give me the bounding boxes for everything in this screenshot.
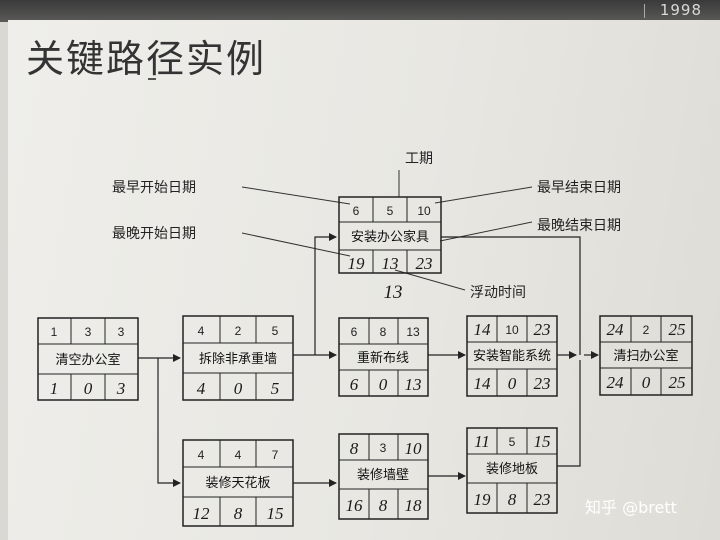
node-rewire: 6 8 13 重新布线 6 0 13 [338, 317, 429, 397]
connectors [138, 233, 599, 487]
node-ef: 23 [534, 320, 551, 339]
node-ef: 15 [534, 432, 551, 451]
node-lf: 13 [405, 375, 422, 394]
node-float: 0 [234, 379, 243, 398]
node-duration: 4 [235, 448, 242, 462]
book-page [8, 20, 720, 540]
node-duration: 3 [85, 325, 92, 339]
node-float: 8 [379, 496, 388, 515]
legend-float-label: 浮动时间 [470, 285, 526, 301]
legend-duration-label: 工期 [405, 151, 433, 167]
node-duration: 10 [505, 323, 519, 337]
node-lf: 23 [534, 490, 551, 509]
node-ls: 6 [350, 375, 359, 394]
node-ef: 3 [118, 325, 125, 339]
top-banner: 1998 [0, 0, 720, 22]
node-ef: 7 [272, 448, 279, 462]
node-float: 0 [84, 379, 93, 398]
node-demolish: 4 2 5 拆除非承重墙 4 0 5 [182, 315, 294, 401]
node-name: 重新布线 [357, 350, 409, 366]
node-lf: 25 [669, 373, 686, 392]
node-lf: 23 [416, 254, 433, 273]
node-ef: 5 [272, 324, 279, 338]
node-lf: 3 [116, 379, 126, 398]
node-duration: 5 [509, 435, 516, 449]
node-name: 安装智能系统 [473, 349, 551, 364]
node-ls: 12 [193, 504, 211, 523]
node-ls: 19 [474, 490, 492, 509]
node-name: 清空办公室 [55, 352, 120, 368]
node-name: 装修地板 [486, 462, 538, 477]
node-name: 装修墙壁 [357, 468, 409, 483]
legend-ef-label: 最早结束日期 [537, 180, 621, 196]
legend-lines [241, 170, 533, 291]
node-es: 14 [474, 320, 492, 339]
node-es: 6 [351, 325, 358, 339]
node-walls: 8 3 10 装修墙壁 16 8 18 [338, 433, 429, 520]
node-float: 13 [382, 254, 399, 273]
node-ceiling: 4 4 7 装修天花板 12 8 15 [182, 439, 294, 527]
node-duration: 3 [380, 441, 387, 455]
logo-separator [644, 4, 645, 18]
node-ls: 1 [50, 379, 59, 398]
node-name: 装修天花板 [205, 475, 270, 491]
node-float: 8 [234, 504, 243, 523]
node-ls: 4 [197, 379, 206, 398]
page-title: 关键路径实例 [26, 37, 267, 81]
node-name: 拆除非承重墙 [199, 351, 277, 367]
legend-es-label: 最早开始日期 [112, 180, 196, 196]
node-ef: 25 [669, 320, 686, 339]
node-ls: 16 [346, 496, 364, 515]
node-es: 4 [198, 448, 205, 462]
node-ls: 14 [474, 374, 492, 393]
node-es: 1 [51, 325, 58, 339]
node-name: 清扫办公室 [613, 348, 678, 364]
node-ls: 24 [607, 373, 625, 392]
node-lf: 15 [267, 504, 284, 523]
node-float: 8 [508, 490, 517, 509]
node-float: 0 [508, 374, 517, 393]
node-es: 4 [198, 324, 205, 338]
node-duration: 2 [643, 323, 650, 337]
node-ef: 13 [406, 325, 420, 339]
node-es: 6 [353, 204, 360, 218]
node-ls: 19 [348, 254, 366, 273]
logo-year: 1998 [659, 1, 702, 19]
node-lf: 5 [271, 379, 280, 398]
node-es: 11 [474, 432, 490, 451]
node-name: 安装办公家具 [351, 229, 429, 245]
node-duration: 2 [235, 324, 242, 338]
node-float: 0 [379, 375, 388, 394]
legend-lf-label: 最晚结束日期 [537, 218, 621, 234]
node-lf: 23 [534, 374, 551, 393]
node-furniture: 6 5 10 安装办公家具 19 13 23 13 [338, 196, 442, 303]
float-annotation: 13 [384, 282, 403, 303]
legend-ls-label: 最晚开始日期 [112, 226, 196, 242]
watermark: 知乎 @brett [585, 498, 677, 517]
node-ef: 10 [405, 439, 423, 458]
node-ef: 10 [417, 204, 431, 218]
node-clear: 1 3 3 清空办公室 1 0 3 [37, 317, 139, 401]
node-smart: 14 10 23 安装智能系统 14 0 23 [466, 315, 558, 397]
node-es: 8 [350, 439, 359, 458]
node-lf: 18 [405, 496, 423, 515]
title-mark [148, 78, 156, 80]
node-duration: 5 [387, 204, 394, 218]
node-duration: 8 [380, 325, 387, 339]
node-float: 0 [642, 373, 651, 392]
node-es: 24 [607, 320, 625, 339]
node-floor: 11 5 15 装修地板 19 8 23 [466, 427, 558, 514]
node-clean: 24 2 25 清扫办公室 24 0 25 [599, 315, 693, 396]
